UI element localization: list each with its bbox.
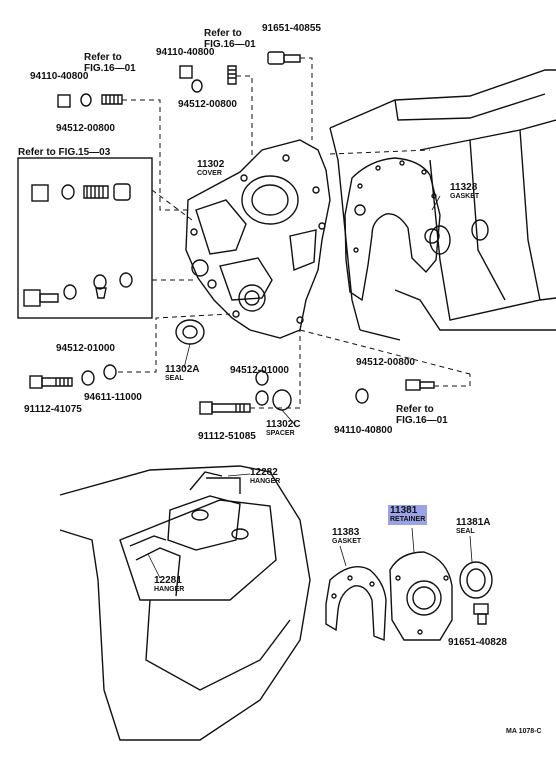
part-name: GASKET [450, 193, 480, 200]
part-number: 11381 [390, 505, 418, 516]
top-left-fasteners [57, 51, 301, 108]
part-94512-00800-b: 94512-00800 [178, 99, 237, 110]
part-94512-00800-a: 94512-00800 [56, 123, 115, 134]
part-91112-41075: 91112-41075 [24, 404, 82, 415]
engine-block-upper [329, 69, 556, 341]
part-name: SEAL [165, 375, 184, 382]
part-number: 11328 [450, 182, 478, 193]
part-94110-40800-a: 94110-40800 [30, 71, 89, 82]
figure-ref-text: FIG.16—01 [204, 39, 256, 50]
inset-box [17, 157, 153, 319]
part-11381: 11381 RETAINER [388, 505, 428, 525]
part-11383: 11383 GASKET [332, 528, 361, 546]
part-94512-00800-c: 94512-00800 [356, 357, 415, 368]
lower-fasteners [29, 319, 435, 415]
figure-code: MA 1078-C [506, 728, 542, 735]
part-number: 11302A [165, 364, 200, 375]
refer-fig16-top-right: Refer to FIG.16—01 [204, 28, 256, 50]
part-number: 11381A [456, 517, 491, 528]
refer-to-text: Refer to [396, 404, 434, 415]
part-91112-51085: 91112-51085 [198, 431, 256, 442]
refer-fig16-top-left: Refer to FIG.16—01 [84, 52, 136, 74]
part-number: 11302C [266, 419, 301, 430]
part-number: 12281 [154, 575, 182, 586]
part-94110-40800-b: 94110-40800 [156, 47, 215, 58]
part-94512-01000-a: 94512-01000 [56, 343, 115, 354]
part-name: SEAL [456, 528, 475, 535]
part-12281: 12281 HANGER [154, 576, 184, 594]
part-94110-40800-c: 94110-40800 [334, 425, 393, 436]
part-94512-01000-b: 94512-01000 [230, 365, 289, 376]
timing-cover-11302 [185, 139, 331, 339]
seal-11381A [459, 561, 493, 625]
gasket-11383 [325, 566, 387, 642]
part-number: 11383 [332, 527, 360, 538]
part-12282: 12282 HANGER [250, 468, 280, 486]
refer-fig15: Refer to FIG.15—03 [18, 147, 111, 158]
part-11302A: 11302A SEAL [165, 365, 199, 383]
engine-block-lower [59, 465, 311, 741]
retainer-11381 [389, 551, 453, 641]
gasket-11328 [344, 157, 441, 302]
part-name: GASKET [332, 538, 362, 545]
part-11302C: 11302C SPACER [266, 420, 300, 438]
highlighted-part: 11381 RETAINER [388, 505, 428, 525]
part-91651-40855: 91651-40855 [262, 23, 321, 34]
part-number: 12282 [250, 467, 278, 478]
inset-fasteners [23, 183, 133, 307]
refer-to-text: Refer to [204, 28, 242, 39]
part-name: HANGER [250, 478, 281, 485]
part-name: COVER [197, 170, 222, 177]
part-11328: 11328 GASKET [450, 183, 479, 201]
figure-ref-text: FIG.16—01 [396, 415, 448, 426]
part-91651-40828: 91651-40828 [448, 637, 507, 648]
part-11381A: 11381A SEAL [456, 518, 490, 536]
part-11302: 11302 COVER [197, 160, 224, 178]
leader-lines [118, 57, 471, 409]
refer-to-text: Refer to [84, 52, 122, 63]
part-name: SPACER [266, 430, 295, 437]
refer-fig16-lower: Refer to FIG.16—01 [396, 404, 448, 426]
figure-ref-text: FIG.16—01 [84, 63, 136, 74]
part-94611-11000: 94611-11000 [84, 392, 142, 403]
label-leaders [147, 195, 473, 579]
part-name: HANGER [154, 586, 185, 593]
part-name: RETAINER [390, 516, 426, 523]
part-number: 11302 [197, 159, 225, 170]
